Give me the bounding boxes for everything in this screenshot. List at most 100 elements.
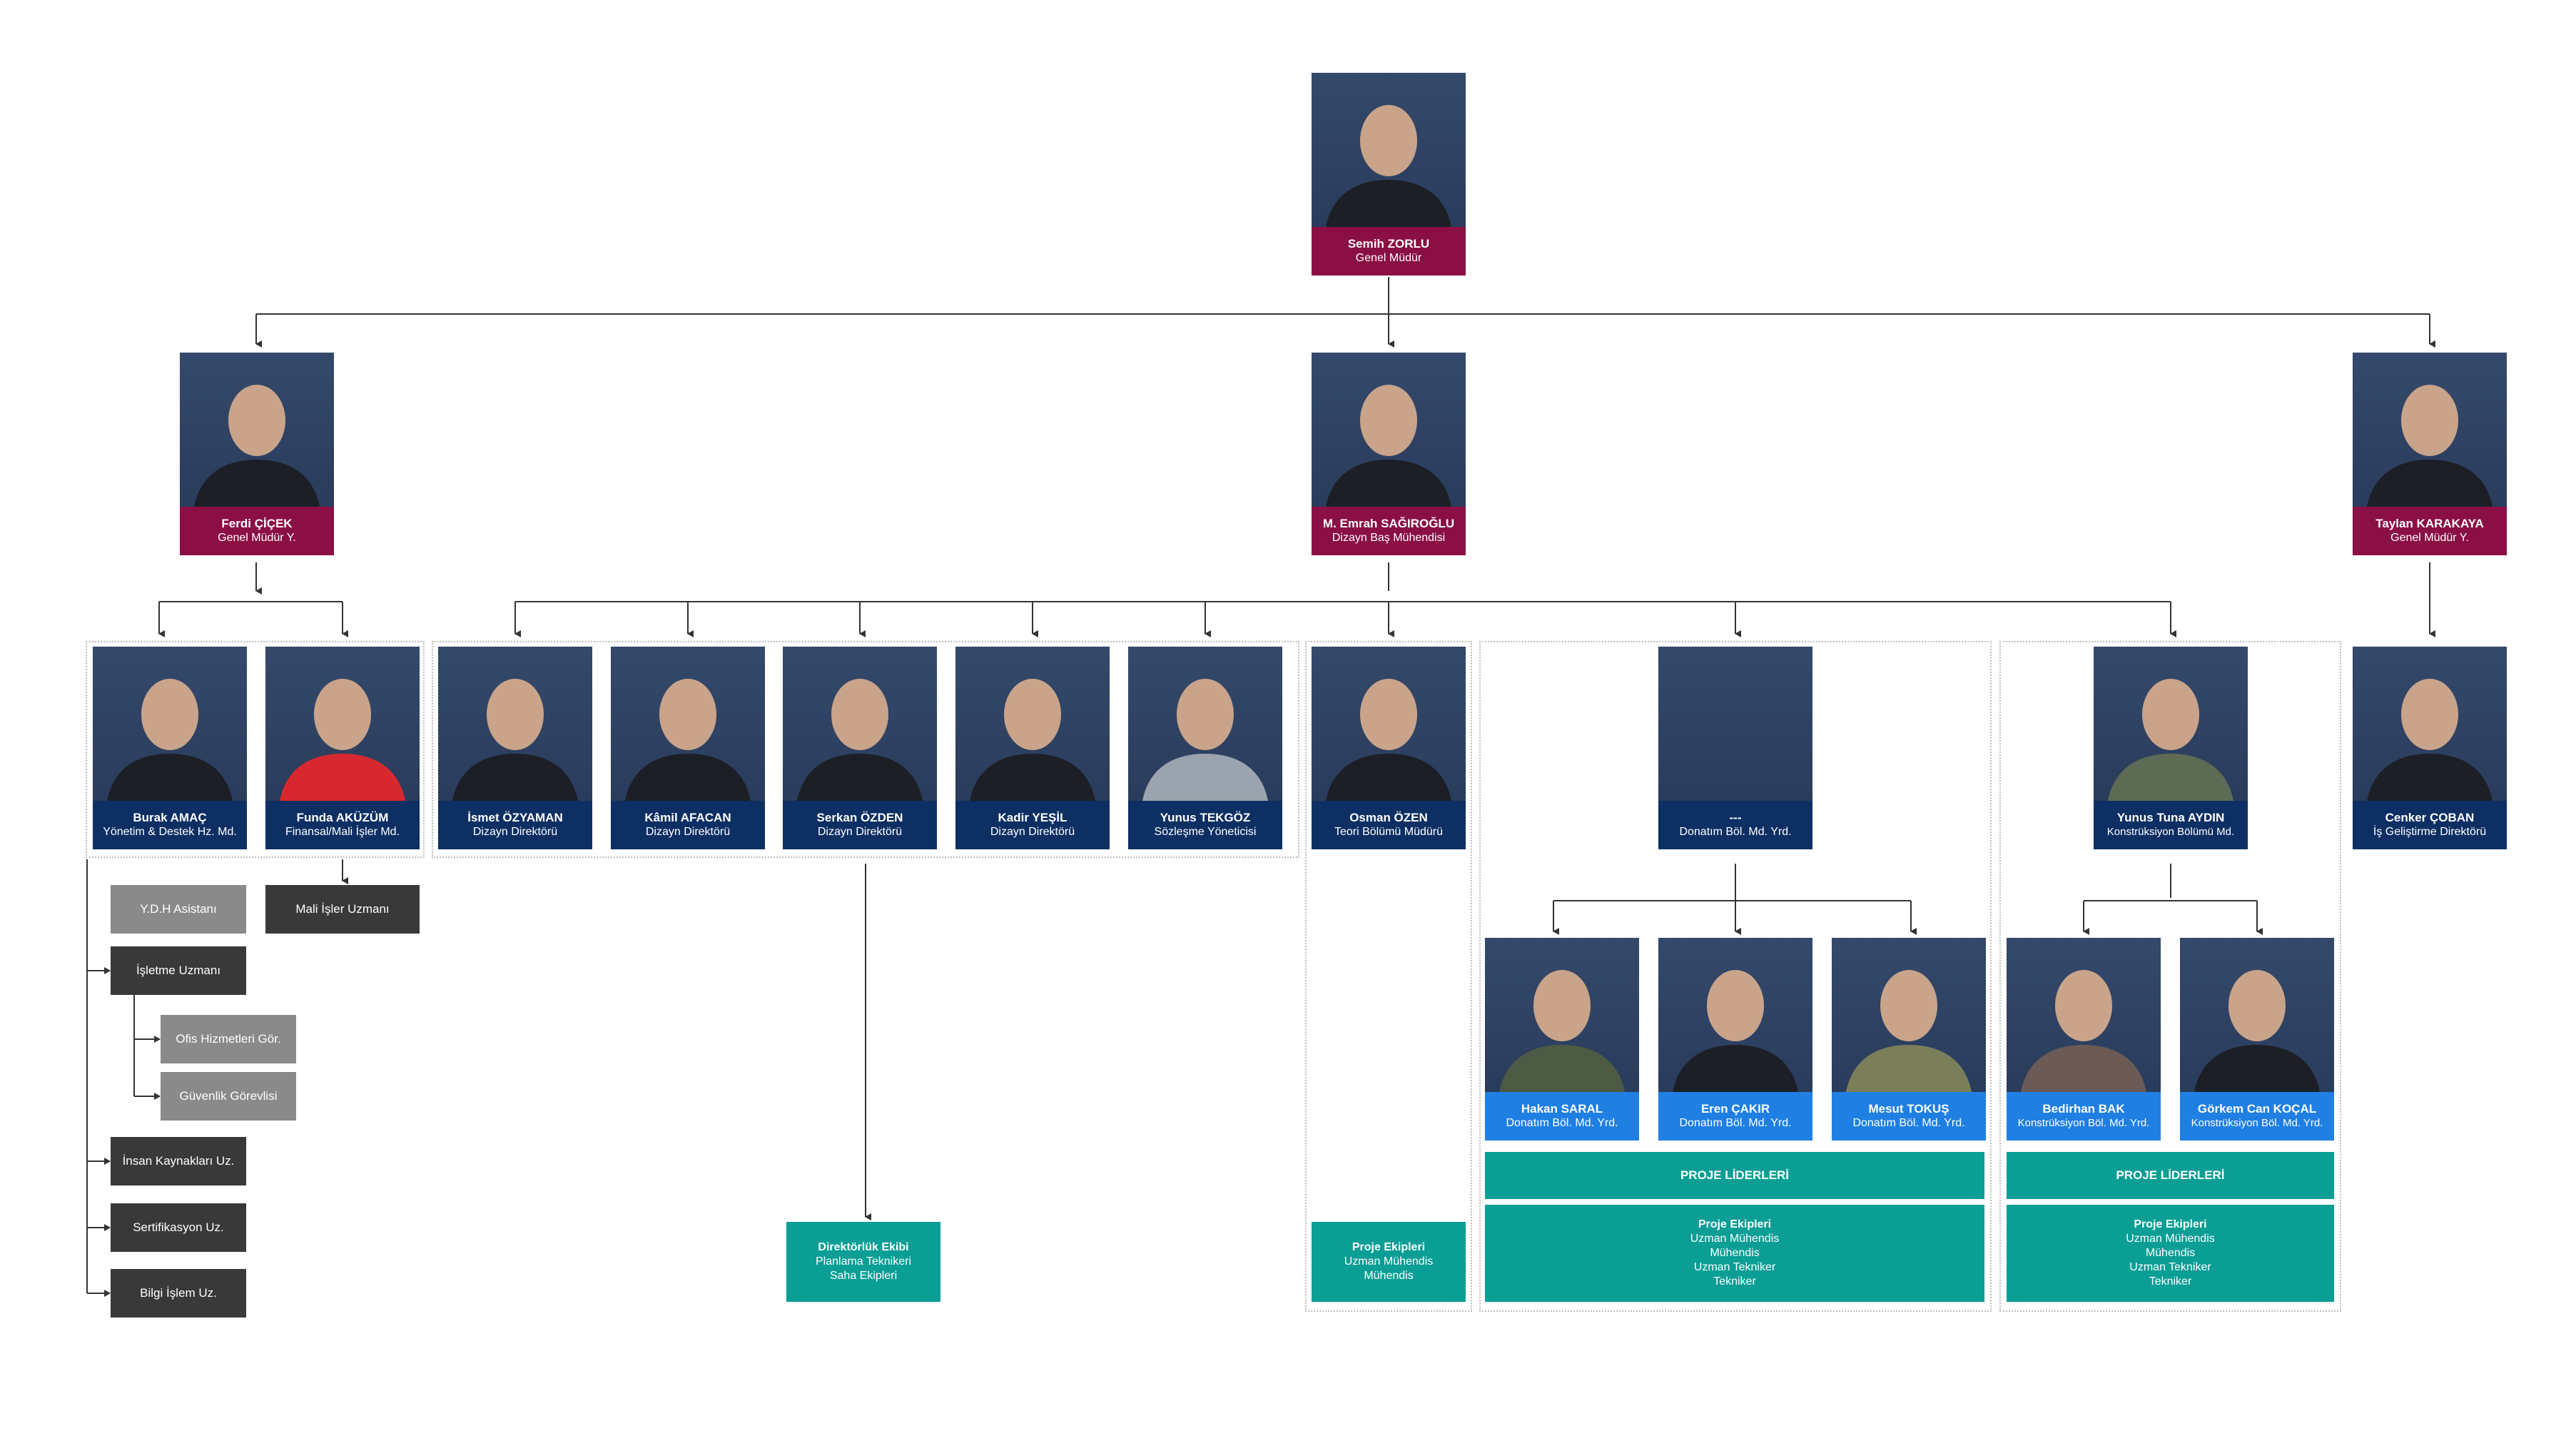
person-photo [1485,938,1639,1092]
person-role: Dizayn Direktörü [645,826,731,838]
person-role: Dizayn Baş Mühendisi [1332,532,1446,544]
person-name: Taylan KARAKAYA [2375,517,2484,530]
person-name: Bedirhan BAK [2042,1102,2125,1116]
person-photo [1312,73,1466,227]
group-frame-outfitting [1479,641,1992,1312]
team-line: Uzman Mühendis [1344,1255,1434,1268]
person-role: Teori Bölümü Müdürü [1334,826,1444,838]
person-photo [2180,938,2334,1092]
staff-box-business-specialist[interactable]: İşletme Uzmanı [111,946,246,995]
person-role: Donatım Böl. Md. Yrd. [1679,826,1792,838]
person-name: Serkan ÖZDEN [816,811,903,824]
person-photo [1312,647,1466,801]
staff-box-security[interactable]: Güvenlik Görevlisi [161,1072,296,1121]
person-role: Genel Müdür Y. [218,532,296,544]
team-line: Uzman Mühendis [2126,1233,2215,1245]
team-line: Uzman Mühendis [1690,1233,1780,1245]
group-frame-theory [1305,641,1472,1312]
person-card-osman[interactable]: Osman ÖZEN Teori Bölümü Müdürü [1312,647,1466,849]
team-box-structure-projects[interactable]: Proje Ekipleri Uzman Mühendis Mühendis U… [2007,1205,2334,1302]
person-name: M. Emrah SAĞIROĞLU [1322,517,1455,530]
person-photo [1658,938,1812,1092]
team-box-theory-projects[interactable]: Proje Ekipleri Uzman Mühendis Mühendis [1312,1222,1466,1302]
person-role: İş Geliştirme Direktörü [2373,826,2487,838]
person-photo [1128,647,1282,801]
person-card-cenker[interactable]: Cenker ÇOBAN İş Geliştirme Direktörü [2353,647,2507,849]
person-card-yunus-tekgoz[interactable]: Yunus TEKGÖZ Sözleşme Yöneticisi [1128,647,1282,849]
person-card-serkan[interactable]: Serkan ÖZDEN Dizayn Direktörü [783,647,937,849]
person-photo [2353,353,2507,507]
staff-box-office-services[interactable]: Ofis Hizmetleri Gör. [161,1015,296,1063]
person-role: Donatım Böl. Md. Yrd. [1852,1117,1965,1129]
person-name: Ferdi ÇİÇEK [221,517,293,530]
group-frame-admin [86,641,425,858]
team-box-outfitting-projects[interactable]: Proje Ekipleri Uzman Mühendis Mühendis U… [1485,1205,1984,1302]
person-card-funda[interactable]: Funda AKÜZÜM Finansal/Mali İşler Md. [265,647,420,849]
staff-box-certification-specialist[interactable]: Sertifikasyon Uz. [111,1203,246,1252]
person-photo [2094,647,2248,801]
person-card-emrah[interactable]: M. Emrah SAĞIROĞLU Dizayn Baş Mühendisi [1312,353,1466,555]
person-name: Görkem Can KOÇAL [2197,1102,2317,1116]
team-line: Uzman Tekniker [2129,1261,2211,1273]
person-photo [2353,647,2507,801]
person-name: Burak AMAÇ [133,811,207,824]
team-box-directorate[interactable]: Direktörlük Ekibi Planlama Teknikeri Sah… [786,1222,940,1302]
person-card-kadir[interactable]: Kadir YEŞİL Dizayn Direktörü [955,647,1110,849]
person-name: --- [1729,811,1742,824]
person-name: Hakan SARAL [1521,1102,1603,1116]
team-box-outfitting-leaders[interactable]: PROJE LİDERLERİ [1485,1152,1984,1199]
person-name: Osman ÖZEN [1349,811,1428,824]
person-name: Yunus Tuna AYDIN [2116,811,2225,824]
person-role: Donatım Böl. Md. Yrd. [1679,1117,1792,1129]
person-photo [265,647,420,801]
team-box-structure-leaders[interactable]: PROJE LİDERLERİ [2007,1152,2334,1199]
person-name: Cenker ÇOBAN [2385,811,2475,824]
person-photo [2007,938,2161,1092]
person-photo [438,647,592,801]
person-card-ismet[interactable]: İsmet ÖZYAMAN Dizayn Direktörü [438,647,592,849]
person-photo [611,647,765,801]
person-card-taylan[interactable]: Taylan KARAKAYA Genel Müdür Y. [2353,353,2507,555]
person-name: Yunus TEKGÖZ [1160,811,1251,824]
person-card-burak[interactable]: Burak AMAÇ Yönetim & Destek Hz. Md. [93,647,247,849]
person-card-yunus-aydin[interactable]: Yunus Tuna AYDIN Konstrüksiyon Bölümü Md. [2094,647,2248,849]
person-name: Kadir YEŞİL [998,811,1068,824]
person-role: Konstrüksiyon Bölümü Md. [2106,826,2235,838]
staff-box-ydh-assistant[interactable]: Y.D.H Asistanı [111,885,246,934]
person-name: İsmet ÖZYAMAN [467,811,563,824]
staff-box-it-specialist[interactable]: Bilgi İşlem Uz. [111,1269,246,1318]
team-title: Proje Ekipleri [1352,1241,1426,1253]
team-line: Uzman Tekniker [1693,1261,1776,1273]
person-photo [180,353,334,507]
person-photo [783,647,937,801]
person-role: Dizayn Direktörü [472,826,558,838]
person-role: Dizayn Direktörü [817,826,903,838]
team-line: Mühendis [1364,1270,1414,1282]
person-name: Funda AKÜZÜM [296,811,389,824]
person-role: Yönetim & Destek Hz. Md. [103,826,237,838]
person-role: Konstrüksiyon Böl. Md. Yrd. [2017,1117,2150,1129]
person-role: Finansal/Mali İşler Md. [285,826,400,838]
person-photo [1832,938,1986,1092]
person-card-ferdi[interactable]: Ferdi ÇİÇEK Genel Müdür Y. [180,353,334,555]
team-line: Mühendis [1710,1247,1760,1259]
person-role: Dizayn Direktörü [990,826,1075,838]
person-name: Semih ZORLU [1347,237,1430,251]
team-title: Proje Ekipleri [2134,1218,2207,1230]
staff-box-hr-specialist[interactable]: İnsan Kaynakları Uz. [111,1137,246,1185]
team-line: Mühendis [2145,1247,2196,1259]
staff-box-finance-specialist[interactable]: Mali İşler Uzmanı [265,885,420,934]
person-card-vacant[interactable]: --- Donatım Böl. Md. Yrd. [1658,647,1812,849]
person-name: Mesut TOKUŞ [1868,1102,1949,1116]
person-role: Sözleşme Yöneticisi [1154,826,1257,838]
team-title: Proje Ekipleri [1698,1218,1772,1230]
person-role: Genel Müdür Y. [2390,532,2469,544]
person-photo [93,647,247,801]
